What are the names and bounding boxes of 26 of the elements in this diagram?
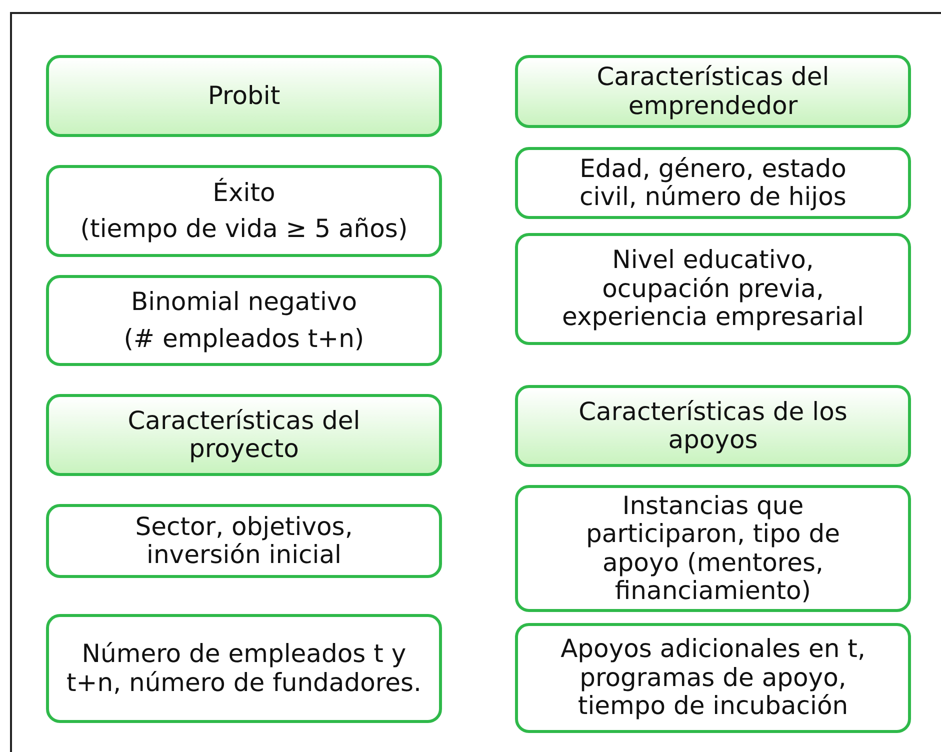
header-box [515,385,911,467]
body-text: Sector, objetivos, inversión inicial [134,512,354,570]
body-text: (# empleados t+n) [124,324,364,353]
content-box [46,275,442,366]
content-box [46,614,442,723]
header-box [46,55,442,137]
header-box [515,55,911,128]
heading-text: Características de los apoyos [578,398,848,454]
header-box [46,394,442,476]
body-text: Éxito [212,178,276,207]
heading-text: Probit [208,82,280,110]
content-box [46,165,442,257]
body-text: Número de empleados t y t+n, número de fundadores. [65,640,422,697]
content-box [46,504,442,578]
content-box [515,233,911,345]
content-box [515,623,911,733]
heading-text: Características del emprendedor [596,63,830,120]
content-box [515,485,911,612]
body-text: Edad, género, estado civil, número de hijos [578,154,848,212]
body-text: (tiempo de vida ≥ 5 años) [80,215,408,244]
heading-text: Características del proyecto [126,406,362,464]
body-text: Nivel educativo, ocupación previa, experiencia empresarial [561,246,865,332]
body-text: Binomial negativo [130,288,357,316]
body-text: Instancias que participaron, tipo de apoyo (mentores, financiamiento) [585,492,841,606]
content-box [515,147,911,219]
body-text: Apoyos adicionales en t, programas de apoyo, tiempo de incubación [560,635,866,721]
